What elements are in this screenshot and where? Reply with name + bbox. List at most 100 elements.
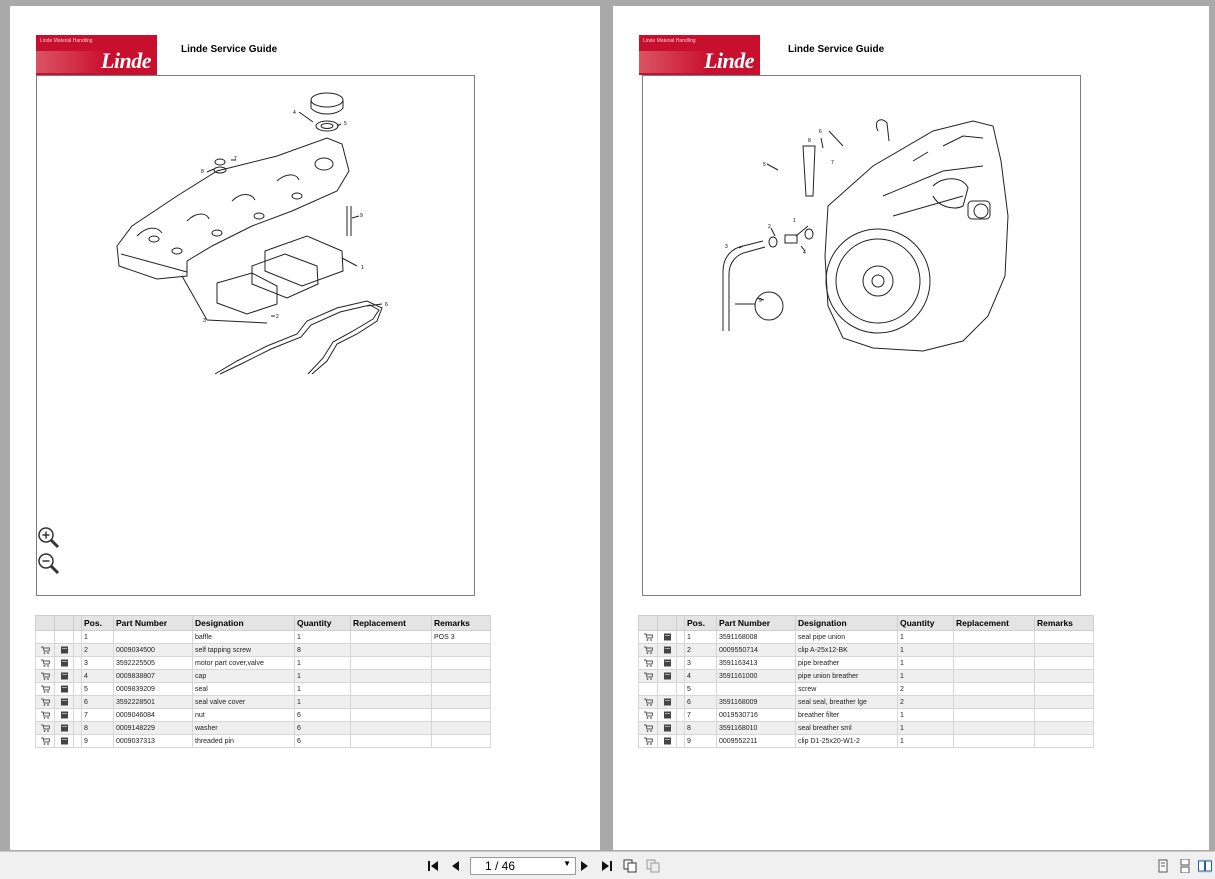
cart-icon[interactable] [40,672,50,680]
cell-pos: 8 [684,721,717,735]
svg-text:6: 6 [385,302,388,308]
cell-pos: 2 [684,643,717,657]
svg-text:2: 2 [768,224,771,230]
zoom-in-icon[interactable] [37,526,61,550]
cart-icon[interactable] [643,633,653,641]
document-icon[interactable] [60,659,69,667]
continuous-view-icon[interactable] [1178,859,1192,873]
cell-quantity: 1 [294,682,351,696]
cell-part-number: 3591161000 [716,669,796,683]
svg-text:4: 4 [803,250,806,256]
cell-remarks [431,734,491,748]
cell-replacement [350,695,432,709]
cell-pos: 7 [684,708,717,722]
page-title: Linde Service Guide [181,44,278,55]
cell-designation: clip A-25x12-BK [795,643,898,657]
cart-icon[interactable] [643,711,653,719]
column-header: Pos. [684,615,717,631]
svg-text:3: 3 [725,244,728,250]
two-page-view-icon[interactable] [1198,859,1212,873]
cell-part-number: 3591168008 [716,630,796,644]
cell-replacement [350,682,432,696]
cell-remarks [1034,643,1094,657]
document-icon[interactable] [663,659,672,667]
prev-page-icon[interactable] [448,859,462,873]
column-header: Replacement [350,615,432,631]
cell-designation: seal pipe union [795,630,898,644]
document-icon[interactable] [663,724,672,732]
document-icon[interactable] [60,672,69,680]
column-header: Part Number [113,615,193,631]
cell-part-number: 0009550714 [716,643,796,657]
next-page-icon[interactable] [578,859,592,873]
cart-icon[interactable] [40,659,50,667]
cell-remarks [1034,669,1094,683]
column-header: Pos. [81,615,114,631]
cell-designation: seal breather sml [795,721,898,735]
chevron-down-icon[interactable]: ▼ [563,859,571,868]
cart-icon[interactable] [643,646,653,654]
cell-quantity: 1 [897,630,954,644]
document-icon[interactable] [60,711,69,719]
cell-quantity: 1 [897,734,954,748]
first-page-icon[interactable] [426,859,440,873]
paste-icon[interactable] [646,859,660,873]
cart-icon[interactable] [643,737,653,745]
document-icon[interactable] [663,711,672,719]
page-selector[interactable]: 1 / 46 ▼ [470,857,576,875]
cell-designation: seal valve cover [192,695,295,709]
cell-part-number: 0009034500 [113,643,193,657]
cell-replacement [953,695,1035,709]
cell-remarks [1034,734,1094,748]
cell-remarks [431,643,491,657]
document-icon[interactable] [60,724,69,732]
cell-replacement [350,708,432,722]
document-icon[interactable] [60,646,69,654]
column-header: Quantity [294,615,351,631]
document-icon[interactable] [663,646,672,654]
svg-text:8: 8 [808,138,811,144]
cell-replacement [350,669,432,683]
cart-icon[interactable] [40,711,50,719]
document-icon[interactable] [60,737,69,745]
single-page-view-icon[interactable] [1156,859,1170,873]
cell-designation: baffle [192,630,295,644]
document-icon[interactable] [663,698,672,706]
cell-remarks [431,708,491,722]
page-title: Linde Service Guide [788,44,885,55]
engine-breather-diagram: 1 2 3 4 5 6 7 8 9 [722,119,1009,352]
cell-quantity: 1 [294,669,351,683]
cart-icon[interactable] [40,698,50,706]
cart-icon[interactable] [643,672,653,680]
zoom-out-icon[interactable] [37,552,61,576]
svg-text:9: 9 [360,213,363,219]
cell-remarks [1034,708,1094,722]
document-icon[interactable] [663,672,672,680]
cart-icon[interactable] [40,685,50,693]
viewer-toolbar: 1 / 46 ▼ [0,851,1215,879]
cart-icon[interactable] [643,698,653,706]
last-page-icon[interactable] [600,859,614,873]
document-page-left: Linde Material Handling Linde Linde Serv… [10,6,600,850]
cell-pos: 7 [81,708,114,722]
cell-pos: 5 [81,682,114,696]
document-icon[interactable] [60,685,69,693]
document-icon[interactable] [663,737,672,745]
cart-icon[interactable] [40,737,50,745]
cart-icon[interactable] [643,659,653,667]
cell-part-number: 3592225505 [113,656,193,670]
cell-part-number: 0009552211 [716,734,796,748]
cart-icon[interactable] [40,724,50,732]
copy-icon[interactable] [623,859,637,873]
document-icon[interactable] [663,633,672,641]
cart-icon[interactable] [40,646,50,654]
document-icon[interactable] [60,698,69,706]
table-header-row: Pos. Part Number Designation Quantity Re… [638,615,1094,631]
cart-icon[interactable] [643,724,653,732]
cell-designation: nut [192,708,295,722]
cell-quantity: 2 [897,695,954,709]
